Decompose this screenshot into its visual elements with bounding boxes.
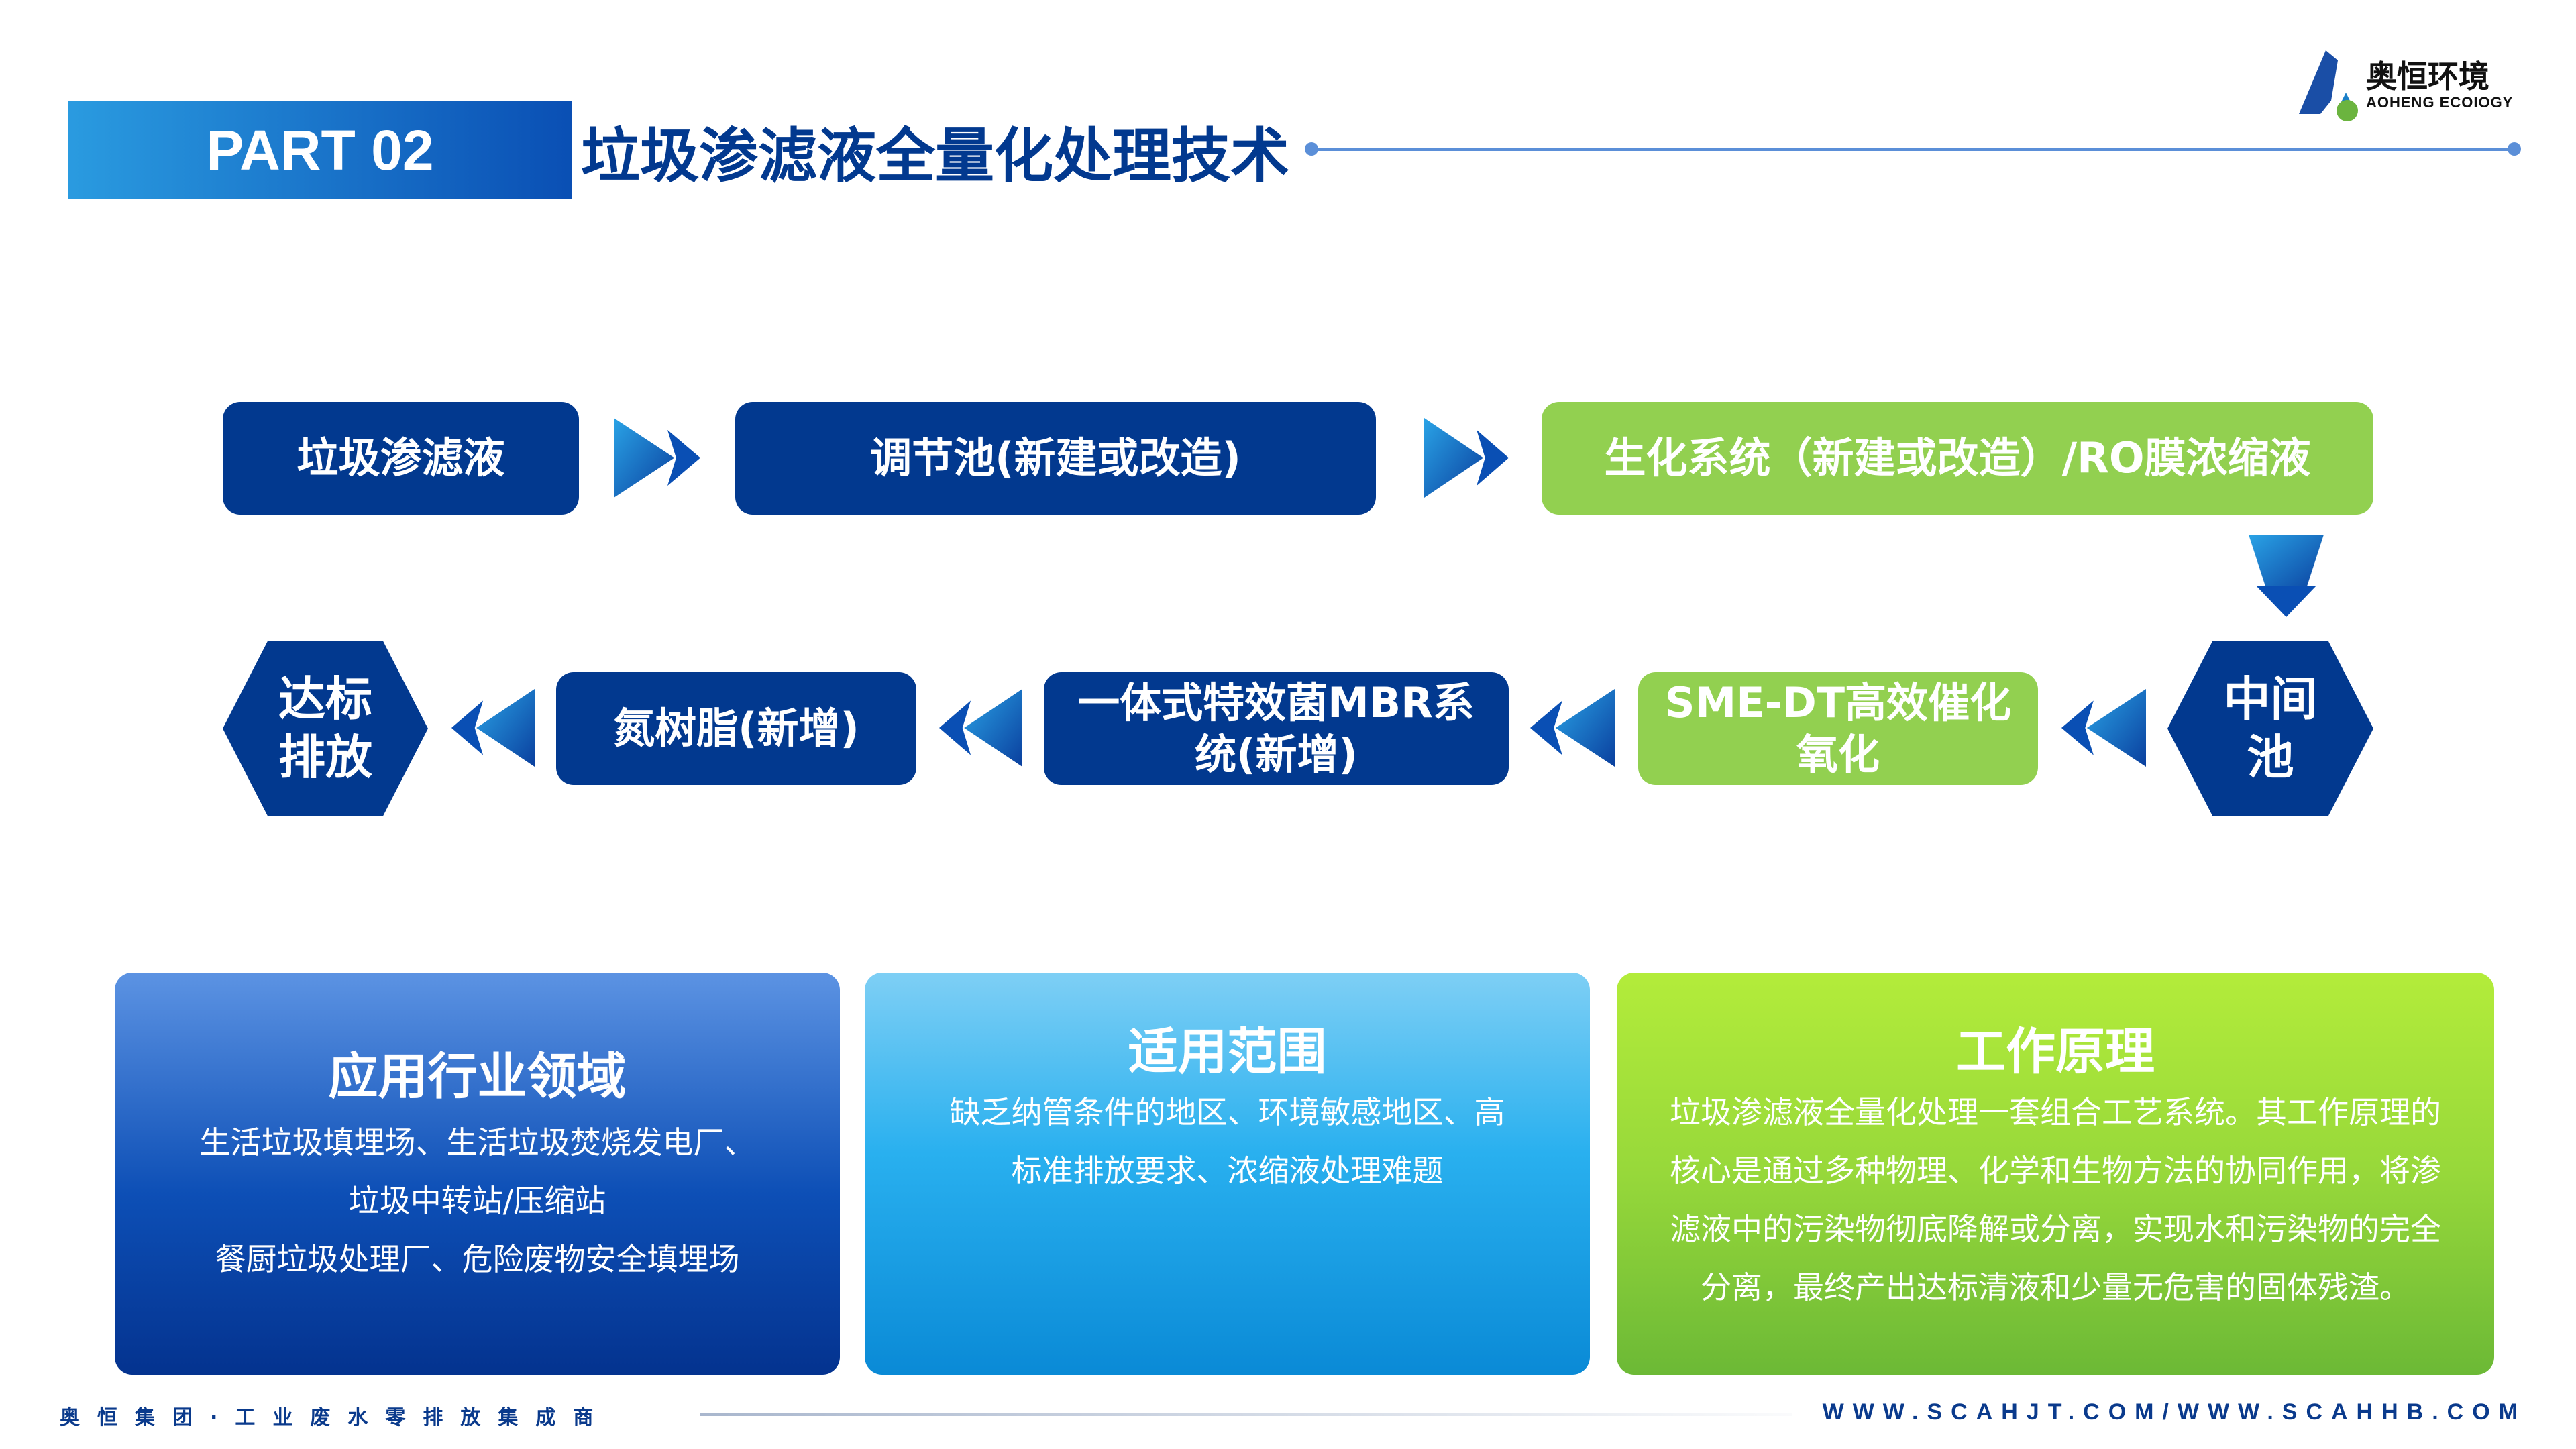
- arrow-left-icon: [1530, 689, 1615, 767]
- logo-name-en: AOHENG ECOIOGY: [2366, 94, 2514, 111]
- arrow-left-icon: [2061, 689, 2146, 767]
- step-label: 生化系统（新建或改造）/RO膜浓缩液: [1604, 433, 2311, 483]
- step-sme-dt-oxidation: SME-DT高效催化氧化: [1638, 672, 2038, 785]
- title-divider: [1311, 148, 2514, 151]
- step-leachate: 垃圾渗滤液: [223, 402, 579, 515]
- arrow-left-icon: [939, 689, 1022, 767]
- step-label: 排放: [278, 730, 372, 785]
- step-label: 统(新增): [1195, 730, 1358, 779]
- logo-mark-icon: [2299, 50, 2358, 121]
- step-label: 中间: [2223, 671, 2318, 727]
- card-title: 应用行业领域: [328, 1048, 627, 1106]
- arrow-left-icon: [451, 689, 535, 767]
- card-line: 垃圾渗滤液全量化处理一套组合工艺系统。其工作原理的: [1670, 1094, 2441, 1130]
- card-line: 垃圾中转站/压缩站: [348, 1183, 606, 1219]
- card-line: 生活垃圾填埋场、生活垃圾焚烧发电厂、: [199, 1124, 755, 1161]
- step-label: 垃圾渗滤液: [297, 433, 505, 483]
- card-line: 餐厨垃圾处理厂、危险废物安全填埋场: [215, 1241, 740, 1277]
- card-title: 工作原理: [1956, 1023, 2155, 1081]
- card-line: 分离，最终产出达标清液和少量无危害的固体残渣。: [1701, 1269, 2410, 1305]
- arrow-right-icon: [614, 418, 700, 498]
- card-application-fields: 应用行业领域 生活垃圾填埋场、生活垃圾焚烧发电厂、 垃圾中转站/压缩站 餐厨垃圾…: [115, 973, 840, 1375]
- footer-website-link[interactable]: WWW.SCAHJT.COM/WWW.SCAHHB.COM: [1822, 1399, 2526, 1425]
- line-end-dot: [2508, 142, 2521, 156]
- company-logo: 奥恒环境 AOHENG ECOIOGY: [2299, 47, 2520, 124]
- footer-slogan: 奥恒集团·工业废水零排放集成商: [60, 1406, 611, 1430]
- card-line: 标准排放要求、浓缩液处理难题: [1011, 1152, 1444, 1189]
- card-line: 核心是通过多种物理、化学和生物方法的协同作用，将渗: [1670, 1152, 2441, 1189]
- logo-name-cn: 奥恒环境: [2366, 58, 2489, 95]
- part-badge: PART 02: [68, 101, 572, 199]
- step-label: 达标: [278, 671, 372, 727]
- step-label: SME-DT高效催化: [1664, 678, 2012, 727]
- step-middle-pool: 中间池: [2167, 641, 2373, 816]
- step-mbr-system: 一体式特效菌MBR系统(新增): [1044, 672, 1509, 785]
- card-title: 适用范围: [1128, 1023, 1327, 1081]
- step-label: 氧化: [1796, 730, 1880, 779]
- arrow-down-icon: [2249, 535, 2324, 617]
- step-discharge: 达标排放: [223, 641, 428, 816]
- step-regulating-tank: 调节池(新建或改造): [735, 402, 1376, 515]
- card-line: 缺乏纳管条件的地区、环境敏感地区、高: [949, 1094, 1505, 1130]
- arrow-right-icon: [1424, 418, 1509, 498]
- step-label: 池: [2247, 730, 2294, 785]
- footer-divider: [700, 1413, 1792, 1416]
- card-line: 滤液中的污染物彻底降解或分离，实现水和污染物的完全: [1670, 1211, 2441, 1247]
- step-biochemical-ro: 生化系统（新建或改造）/RO膜浓缩液: [1542, 402, 2373, 515]
- card-scope: 适用范围 缺乏纳管条件的地区、环境敏感地区、高 标准排放要求、浓缩液处理难题: [865, 973, 1590, 1375]
- card-working-principle: 工作原理 垃圾渗滤液全量化处理一套组合工艺系统。其工作原理的 核心是通过多种物理…: [1617, 973, 2494, 1375]
- step-label: 一体式特效菌MBR系: [1078, 678, 1474, 727]
- step-label: 调节池(新建或改造): [870, 433, 1241, 483]
- page-title: 垃圾渗滤液全量化处理技术: [581, 121, 1290, 191]
- step-resin: 氮树脂(新增): [556, 672, 916, 785]
- step-label: 氮树脂(新增): [613, 704, 859, 753]
